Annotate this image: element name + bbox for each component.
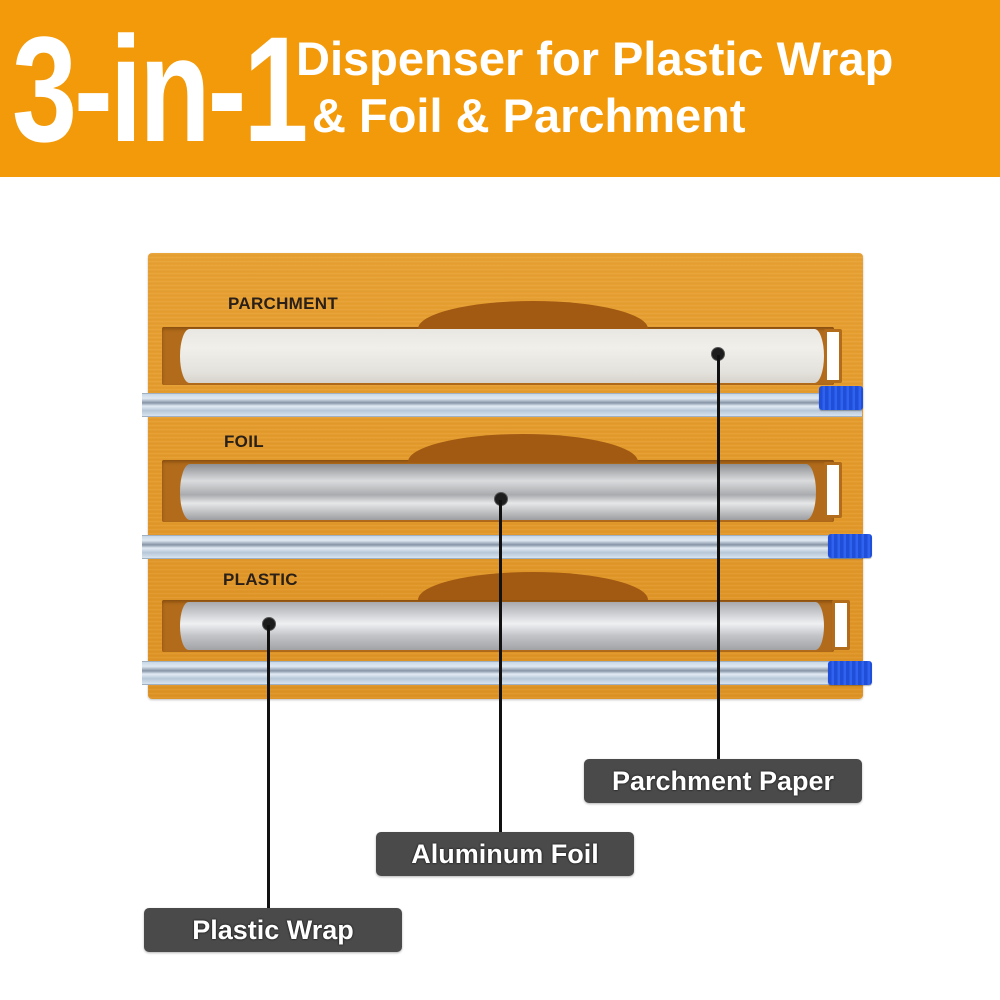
wrap-dispenser: PARCHMENT FOIL PLASTIC — [142, 253, 872, 699]
cutter-rail-foil[interactable] — [142, 535, 862, 559]
compartment-parchment: PARCHMENT — [148, 253, 863, 393]
finger-cutout — [408, 434, 638, 462]
callout-aluminum-foil: Aluminum Foil — [376, 832, 634, 876]
side-hole — [832, 600, 850, 650]
finger-cutout — [418, 572, 648, 600]
side-hole — [824, 329, 842, 383]
side-hole — [824, 462, 842, 518]
subtitle-line-1: Dispenser for Plastic Wrap — [296, 32, 894, 85]
callout-plastic-wrap: Plastic Wrap — [144, 908, 402, 952]
leader-line-parchment — [717, 355, 720, 760]
leader-line-foil — [499, 500, 502, 833]
parchment-roll — [180, 329, 824, 383]
compartment-label-parchment: PARCHMENT — [228, 294, 339, 313]
compartment-label-plastic: PLASTIC — [223, 570, 298, 589]
compartment-foil: FOIL — [148, 416, 863, 536]
plastic-roll — [180, 602, 824, 650]
callout-parchment-paper: Parchment Paper — [584, 759, 862, 803]
slider-cutter-plastic[interactable] — [828, 661, 872, 685]
compartment-label-foil: FOIL — [224, 432, 264, 451]
subtitle-line-2: & Foil & Parchment — [312, 89, 746, 142]
cutter-rail-parchment[interactable] — [142, 393, 862, 417]
slider-cutter-parchment[interactable] — [819, 386, 863, 410]
finger-cutout — [418, 301, 648, 329]
compartment-plastic: PLASTIC — [148, 558, 863, 668]
big-title: 3-in-1 — [12, 5, 308, 173]
header-banner: 3-in-1 Dispenser for Plastic Wrap & Foil… — [0, 0, 1000, 177]
slider-cutter-foil[interactable] — [828, 534, 872, 558]
leader-line-plastic — [267, 625, 270, 909]
cutter-rail-plastic[interactable] — [142, 661, 862, 685]
